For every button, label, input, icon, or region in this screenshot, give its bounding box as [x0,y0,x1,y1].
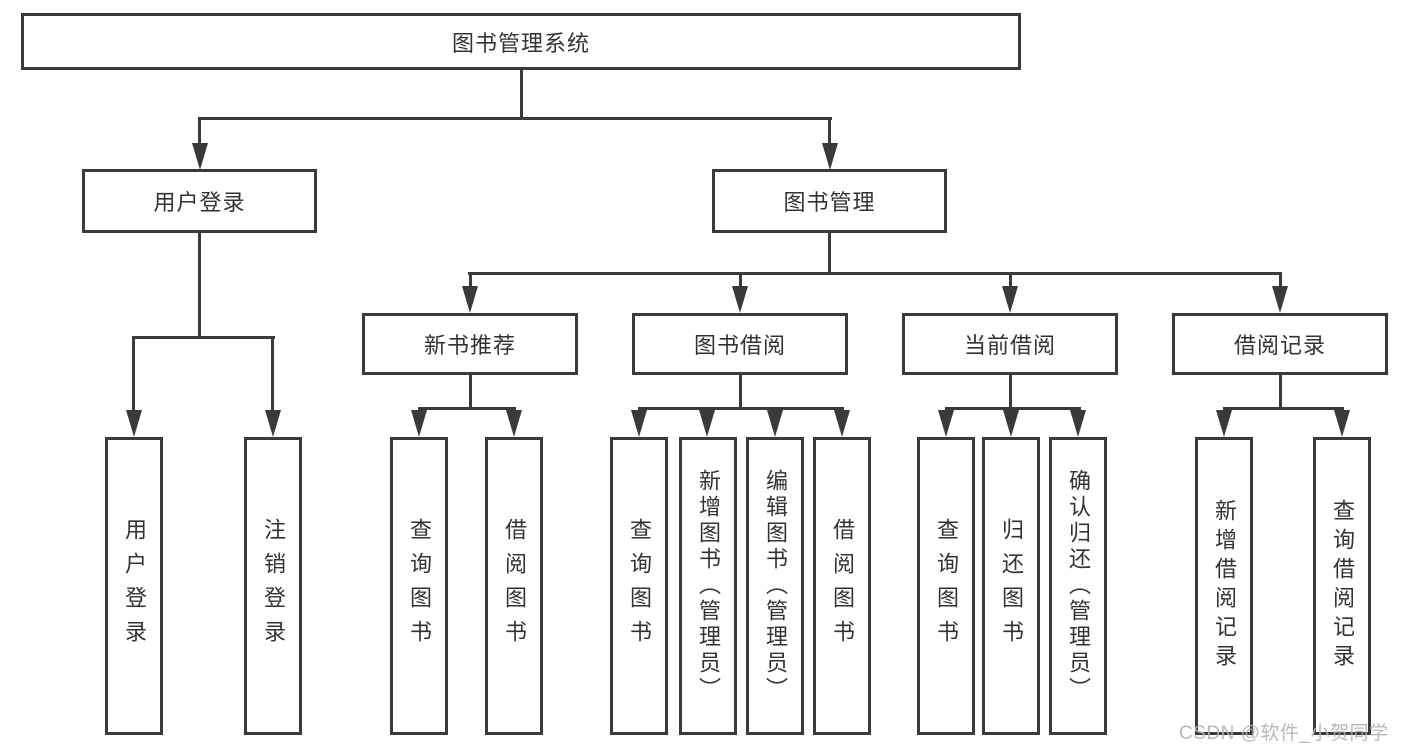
connector-drop-book-borrow [738,274,742,288]
arrowhead-record-add [1216,410,1232,437]
leaf-borrow-edit-book-admin: 编辑图书（管理员） [746,437,804,735]
connector-root-stem [520,69,523,119]
arrowhead-current-confirm-return [1070,410,1086,437]
leaf-current-return-book-label: 归还图书 [999,518,1024,654]
leaf-user-login-label: 用户登录 [122,518,147,654]
leaf-current-confirm-return-admin-label: 确认归还（管理员） [1066,469,1091,703]
leaf-recommend-borrow-book: 借阅图书 [485,437,543,735]
leaf-recommend-query-book: 查询图书 [390,437,448,735]
node-root: 图书管理系统 [21,13,1021,70]
connector-book-management-stem [828,233,831,274]
node-new-book-recommend: 新书推荐 [362,313,578,375]
leaf-recommend-query-book-label: 查询图书 [407,518,432,654]
leaf-recommend-borrow-book-label: 借阅图书 [502,518,527,654]
node-borrow-record-label: 借阅记录 [1233,333,1326,358]
node-root-label: 图书管理系统 [451,30,590,56]
connector-drop-borrow-record [1278,274,1282,288]
leaf-borrow-add-book-admin-label: 新增图书（管理员） [696,469,721,703]
arrowhead-current-borrow [1002,286,1018,313]
arrowhead-borrow-record [1272,286,1288,313]
connector-drop-current-borrow [1008,274,1012,288]
leaf-borrow-query-book-label: 查询图书 [627,518,652,654]
connector-book-borrow-rail [637,407,844,410]
arrowhead-current-return-book [1003,410,1019,437]
connector-borrow-record-rail [1222,407,1344,410]
connector-current-borrow-rail [944,407,1081,410]
connector-user-login-stem [198,233,201,338]
leaf-current-return-book: 归还图书 [982,437,1040,735]
leaf-logout: 注销登录 [244,437,302,735]
node-user-login: 用户登录 [82,169,317,233]
arrowhead-user-login [191,143,208,170]
leaf-record-add: 新增借阅记录 [1195,437,1253,735]
leaf-record-add-label: 新增借阅记录 [1212,499,1237,673]
arrowhead-new-book-recommend [462,286,478,313]
connector-drop-book-management [828,119,831,147]
arrowhead-borrow-edit-book [767,410,783,437]
connector-root-rail [198,117,832,120]
connector-user-login-rail [132,336,275,339]
arrowhead-borrow-add-book [699,410,715,437]
arrowhead-record-query [1334,410,1350,437]
node-user-login-label: 用户登录 [153,190,246,215]
arrowhead-borrow-query-book [631,410,647,437]
leaf-user-login: 用户登录 [105,437,163,735]
leaf-borrow-borrow-book: 借阅图书 [813,437,871,735]
leaf-borrow-borrow-book-label: 借阅图书 [830,518,855,654]
arrowhead-borrow-borrow-book [834,410,850,437]
connector-current-borrow-stem [1008,375,1012,410]
connector-book-borrow-stem [738,375,742,410]
node-current-borrow: 当前借阅 [902,313,1118,375]
leaf-borrow-query-book: 查询图书 [610,437,668,735]
leaf-record-query: 查询借阅记录 [1313,437,1371,735]
arrowhead-leaf-logout [264,410,281,437]
leaf-borrow-edit-book-admin-label: 编辑图书（管理员） [763,469,788,703]
leaf-borrow-add-book-admin: 新增图书（管理员） [679,437,737,735]
arrowhead-current-query-book [938,410,954,437]
node-book-borrow-label: 图书借阅 [693,333,786,358]
node-book-management: 图书管理 [712,169,947,233]
node-book-management-label: 图书管理 [783,190,876,215]
arrowhead-recommend-query-book [411,410,427,437]
leaf-record-query-label: 查询借阅记录 [1330,499,1355,673]
connector-drop-leaf-logout [271,338,274,412]
node-current-borrow-label: 当前借阅 [963,333,1056,358]
node-book-borrow: 图书借阅 [632,313,848,375]
connector-borrow-record-stem [1278,375,1282,410]
leaf-current-query-book-label: 查询图书 [934,518,959,654]
csdn-watermark: CSDN @软件_小贺同学 [1179,723,1389,744]
node-borrow-record: 借阅记录 [1172,313,1388,375]
connector-drop-leaf-user-login [132,338,135,412]
leaf-current-confirm-return-admin: 确认归还（管理员） [1049,437,1107,735]
leaf-logout-label: 注销登录 [261,518,286,654]
connector-new-book-recommend-rail [417,407,516,410]
connector-drop-user-login [198,119,201,147]
arrowhead-leaf-user-login [125,410,142,437]
connector-book-management-rail [468,272,1282,275]
arrowhead-book-management [821,143,838,170]
arrowhead-recommend-borrow-book [506,410,522,437]
connector-new-book-recommend-stem [468,375,472,410]
arrowhead-book-borrow [732,286,748,313]
connector-drop-new-book-recommend [468,274,472,288]
leaf-current-query-book: 查询图书 [917,437,975,735]
node-new-book-recommend-label: 新书推荐 [423,333,516,358]
